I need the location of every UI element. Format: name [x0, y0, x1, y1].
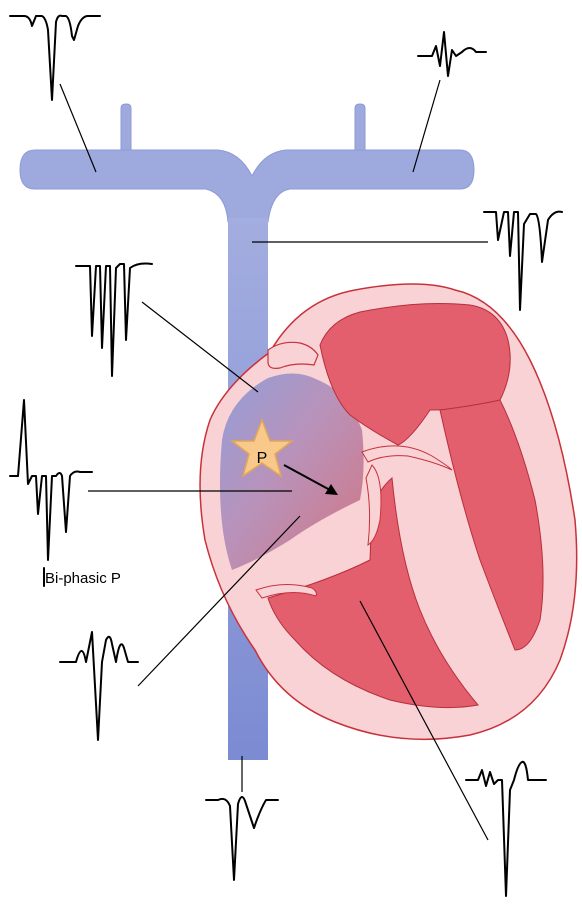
- right-upper-vein-branch: [355, 104, 365, 150]
- left-upper-vein-branch: [121, 104, 131, 150]
- pacing-site-label: P: [257, 450, 268, 467]
- egm-right-brachiocephalic: [418, 32, 486, 76]
- egm-low-atrial: [60, 632, 138, 740]
- biphasic-p-label: Bi-phasic P: [45, 570, 121, 587]
- egm-left-brachiocephalic: [10, 16, 100, 100]
- egm-ventricular: [466, 762, 546, 896]
- egm-pacing-site: [10, 400, 92, 560]
- egm-svc-high: [484, 212, 562, 310]
- egm-svc-mid: [76, 264, 152, 377]
- egm-coronary-sinus: [206, 797, 278, 880]
- brachiocephalic-vein: [20, 150, 474, 222]
